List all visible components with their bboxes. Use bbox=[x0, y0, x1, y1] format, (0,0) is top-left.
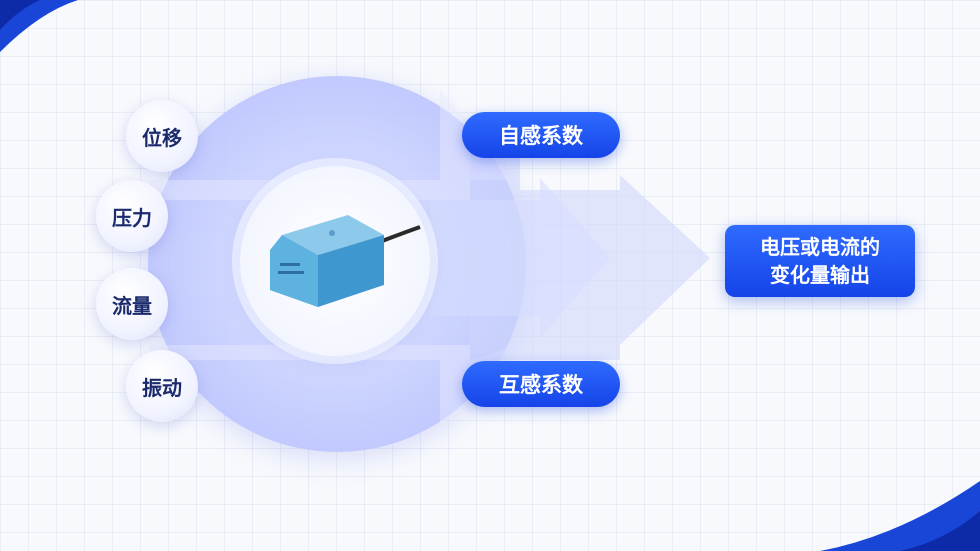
input-displacement: 位移 bbox=[126, 100, 198, 172]
self-inductance-pill: 自感系数 bbox=[462, 112, 620, 158]
input-pressure: 压力 bbox=[96, 180, 168, 252]
proximity-sensor-icon bbox=[270, 215, 421, 307]
input-flow: 流量 bbox=[96, 268, 168, 340]
output-box: 电压或电流的 变化量输出 bbox=[725, 225, 915, 297]
flow-arrow-center-mid bbox=[430, 178, 610, 338]
mutual-inductance-pill: 互感系数 bbox=[462, 361, 620, 407]
input-vibration: 振动 bbox=[126, 350, 198, 422]
output-line-1: 电压或电流的 bbox=[760, 235, 880, 259]
output-line-2: 变化量输出 bbox=[770, 263, 870, 287]
flow-arrow-top bbox=[150, 90, 520, 200]
flow-arrow-bottom bbox=[150, 345, 520, 430]
